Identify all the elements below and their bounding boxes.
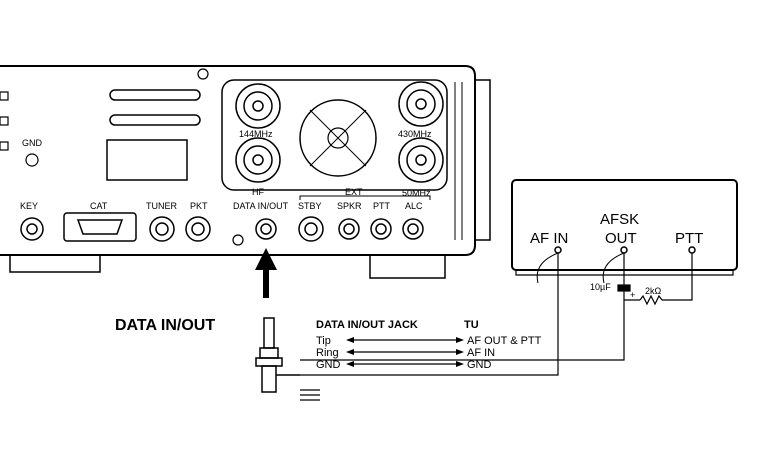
label-144mhz: 144MHz — [239, 129, 273, 139]
label-spkr: SPKR — [337, 201, 362, 211]
label-hf: HF — [252, 187, 264, 197]
label-cat: CAT — [90, 201, 108, 211]
table-row-left: Ring — [316, 347, 339, 359]
table-header-left: DATA IN/OUT JACK — [316, 319, 418, 331]
label-tuner: TUNER — [146, 201, 177, 211]
tu-ptt: PTT — [675, 230, 703, 247]
table-row-right: AF IN — [467, 347, 495, 359]
tu-plus: + — [630, 290, 635, 300]
tu-afsk: AFSK — [600, 211, 639, 228]
tu-res: 2kΩ — [645, 286, 662, 296]
table-arrowheads — [346, 337, 464, 367]
wires — [300, 252, 693, 401]
callout-data-in-out: DATA IN/OUT — [115, 317, 215, 334]
tu-af-in: AF IN — [530, 230, 568, 247]
label-data-in-out: DATA IN/OUT — [233, 201, 289, 211]
table-arrows — [352, 339, 458, 365]
label-50mhz: 50MHz — [402, 188, 431, 198]
radio-rear-panel — [0, 65, 491, 279]
table-header-right: TU — [464, 319, 479, 331]
table-row-left: Tip — [316, 335, 331, 347]
label-gnd: GND — [22, 138, 43, 148]
table-row-right: GND — [467, 359, 492, 371]
table-row-left: GND — [316, 359, 341, 371]
tu-out: OUT — [605, 230, 637, 247]
label-key: KEY — [20, 201, 38, 211]
label-ext: EXT — [345, 187, 363, 197]
label-alc: ALC — [405, 201, 423, 211]
tu-cap: 10µF — [590, 282, 611, 292]
data-in-out-arrow — [255, 248, 277, 298]
plug-icon — [255, 317, 300, 393]
label-pkt: PKT — [190, 201, 208, 211]
label-430mhz: 430MHz — [398, 129, 432, 139]
label-ptt: PTT — [373, 201, 391, 211]
label-stby: STBY — [298, 201, 322, 211]
table-row-right: AF OUT & PTT — [467, 335, 542, 347]
